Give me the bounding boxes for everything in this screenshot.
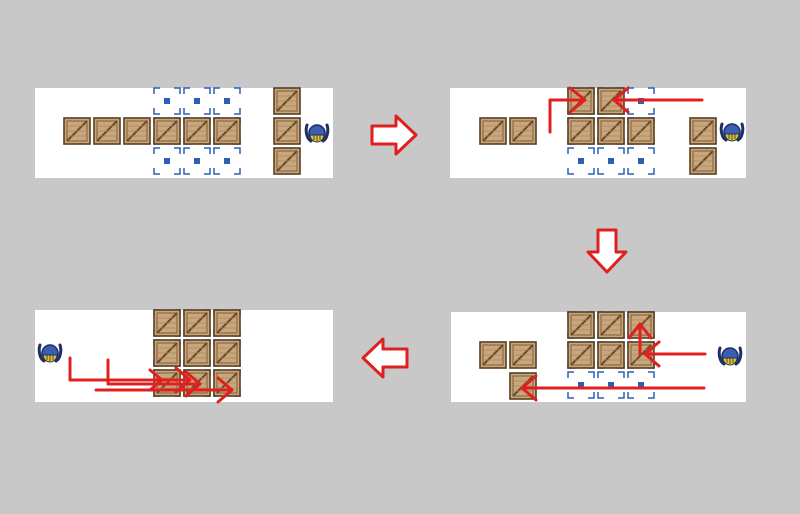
hollow-red-arrow-icon bbox=[370, 114, 418, 156]
wooden-crate-icon bbox=[273, 147, 301, 175]
wooden-crate-icon bbox=[213, 309, 241, 337]
wooden-crate-icon bbox=[509, 341, 537, 369]
wooden-crate-icon bbox=[567, 117, 595, 145]
wooden-crate-icon bbox=[213, 369, 241, 397]
hollow-red-arrow-icon bbox=[361, 337, 409, 379]
wooden-crate-icon bbox=[509, 117, 537, 145]
hollow-red-arrow-icon bbox=[586, 228, 628, 274]
wooden-crate-icon bbox=[567, 341, 595, 369]
wooden-crate-icon bbox=[93, 117, 121, 145]
wooden-crate-icon bbox=[627, 117, 655, 145]
wooden-crate-icon bbox=[183, 117, 211, 145]
wooden-crate-icon bbox=[273, 87, 301, 115]
red-move-arrow-icon bbox=[520, 322, 707, 402]
red-move-arrow-icon bbox=[548, 86, 704, 134]
red-move-arrow-icon bbox=[68, 356, 234, 404]
wooden-crate-icon bbox=[213, 339, 241, 367]
wooden-crate-icon bbox=[63, 117, 91, 145]
wooden-crate-icon bbox=[183, 309, 211, 337]
wooden-crate-icon bbox=[153, 309, 181, 337]
wooden-crate-icon bbox=[273, 117, 301, 145]
panel-step-4 bbox=[35, 309, 333, 404]
wooden-crate-icon bbox=[183, 339, 211, 367]
wooden-crate-icon bbox=[479, 341, 507, 369]
wooden-crate-icon bbox=[689, 117, 717, 145]
wooden-crate-icon bbox=[597, 341, 625, 369]
wooden-crate-icon bbox=[213, 117, 241, 145]
wooden-crate-icon bbox=[123, 117, 151, 145]
wooden-crate-icon bbox=[689, 147, 717, 175]
wooden-crate-icon bbox=[597, 311, 625, 339]
wooden-crate-icon bbox=[153, 339, 181, 367]
panel-step-2 bbox=[450, 86, 746, 178]
wooden-crate-icon bbox=[479, 117, 507, 145]
wooden-crate-icon bbox=[597, 117, 625, 145]
wooden-crate-icon bbox=[567, 311, 595, 339]
wooden-crate-icon bbox=[153, 117, 181, 145]
panel-step-1 bbox=[35, 87, 333, 178]
panel-step-3 bbox=[451, 311, 746, 402]
